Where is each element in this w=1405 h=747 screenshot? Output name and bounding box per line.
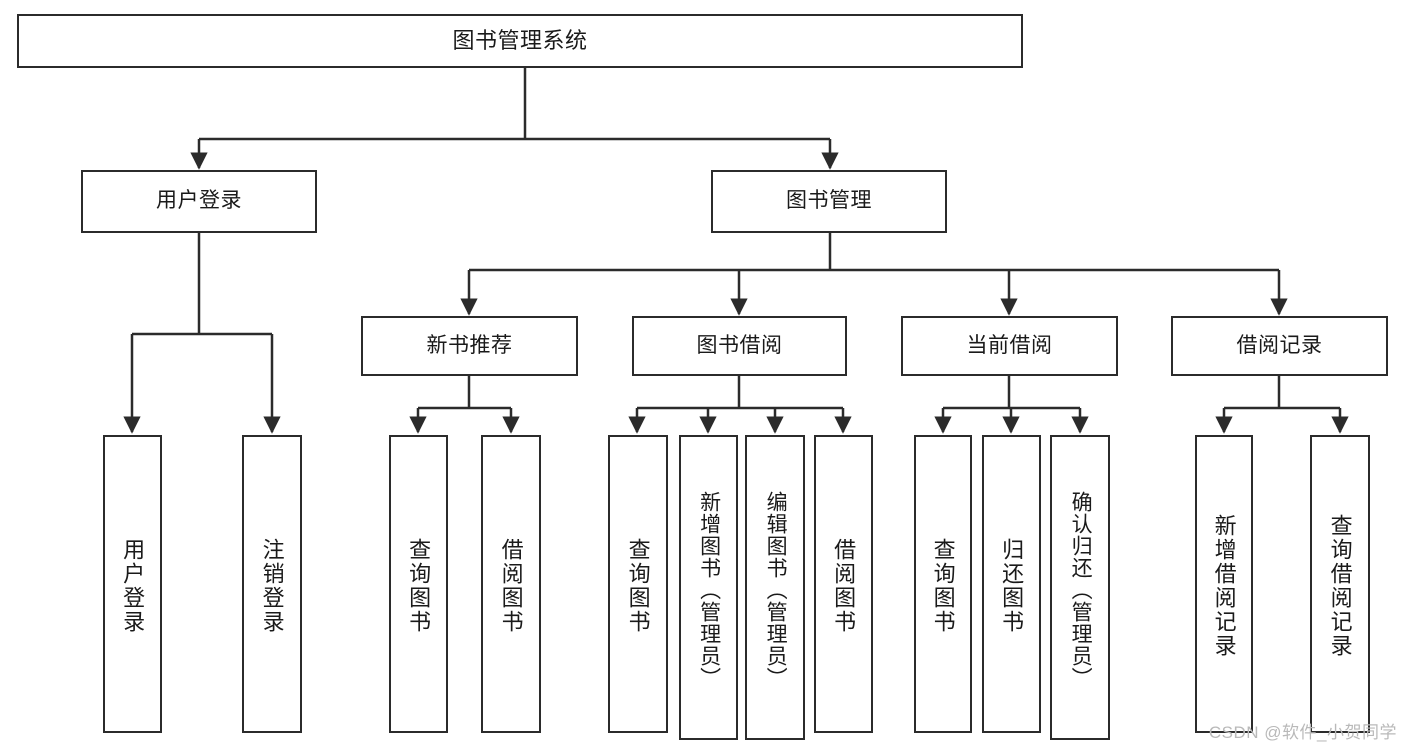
leaf-add-borrow-record[interactable]: 新增借阅记录 (1195, 435, 1253, 733)
node-book-management[interactable]: 图书管理 (711, 170, 947, 233)
node-label: 新书推荐 (426, 333, 513, 357)
node-label: 用户登录 (156, 189, 242, 213)
node-root-system[interactable]: 图书管理系统 (17, 14, 1023, 68)
node-label: 图书借阅 (696, 333, 783, 357)
leaf-confirm-return-admin[interactable]: 确认归还（管理员） (1050, 435, 1110, 740)
node-label: 查询图书 (406, 538, 432, 634)
leaf-add-book-admin[interactable]: 新增图书（管理员） (679, 435, 738, 740)
leaf-borrow-book-2[interactable]: 借阅图书 (814, 435, 873, 733)
leaf-edit-book-admin[interactable]: 编辑图书（管理员） (745, 435, 805, 740)
leaf-query-book-2[interactable]: 查询图书 (608, 435, 668, 733)
leaf-query-book-1[interactable]: 查询图书 (389, 435, 448, 733)
node-label: 查询图书 (625, 538, 651, 634)
leaf-logout[interactable]: 注销登录 (242, 435, 302, 733)
node-label: 图书管理系统 (452, 28, 588, 54)
node-label: 编辑图书（管理员） (764, 490, 788, 689)
node-label: 借阅图书 (498, 538, 524, 634)
leaf-query-book-3[interactable]: 查询图书 (914, 435, 972, 733)
node-label: 归还图书 (999, 538, 1025, 634)
node-label: 注销登录 (259, 538, 285, 634)
node-current-borrow[interactable]: 当前借阅 (901, 316, 1118, 376)
node-new-book-recommend[interactable]: 新书推荐 (361, 316, 578, 376)
node-label: 借阅记录 (1236, 333, 1323, 357)
node-label: 借阅图书 (831, 538, 857, 634)
leaf-borrow-book-1[interactable]: 借阅图书 (481, 435, 541, 733)
node-label: 确认归还（管理员） (1069, 490, 1093, 689)
node-book-borrow[interactable]: 图书借阅 (632, 316, 847, 376)
leaf-query-borrow-record[interactable]: 查询借阅记录 (1310, 435, 1370, 733)
node-label: 新增借阅记录 (1211, 514, 1237, 658)
leaf-return-book[interactable]: 归还图书 (982, 435, 1041, 733)
node-label: 图书管理 (786, 189, 872, 213)
node-borrow-record[interactable]: 借阅记录 (1171, 316, 1388, 376)
node-label: 用户登录 (120, 538, 146, 634)
node-label: 当前借阅 (966, 333, 1053, 357)
leaf-user-login[interactable]: 用户登录 (103, 435, 162, 733)
node-label: 新增图书（管理员） (697, 490, 721, 689)
node-label: 查询借阅记录 (1327, 514, 1353, 658)
node-label: 查询图书 (930, 538, 956, 634)
watermark-text: CSDN @软件_小贺同学 (1208, 723, 1397, 742)
node-user-login[interactable]: 用户登录 (81, 170, 317, 233)
